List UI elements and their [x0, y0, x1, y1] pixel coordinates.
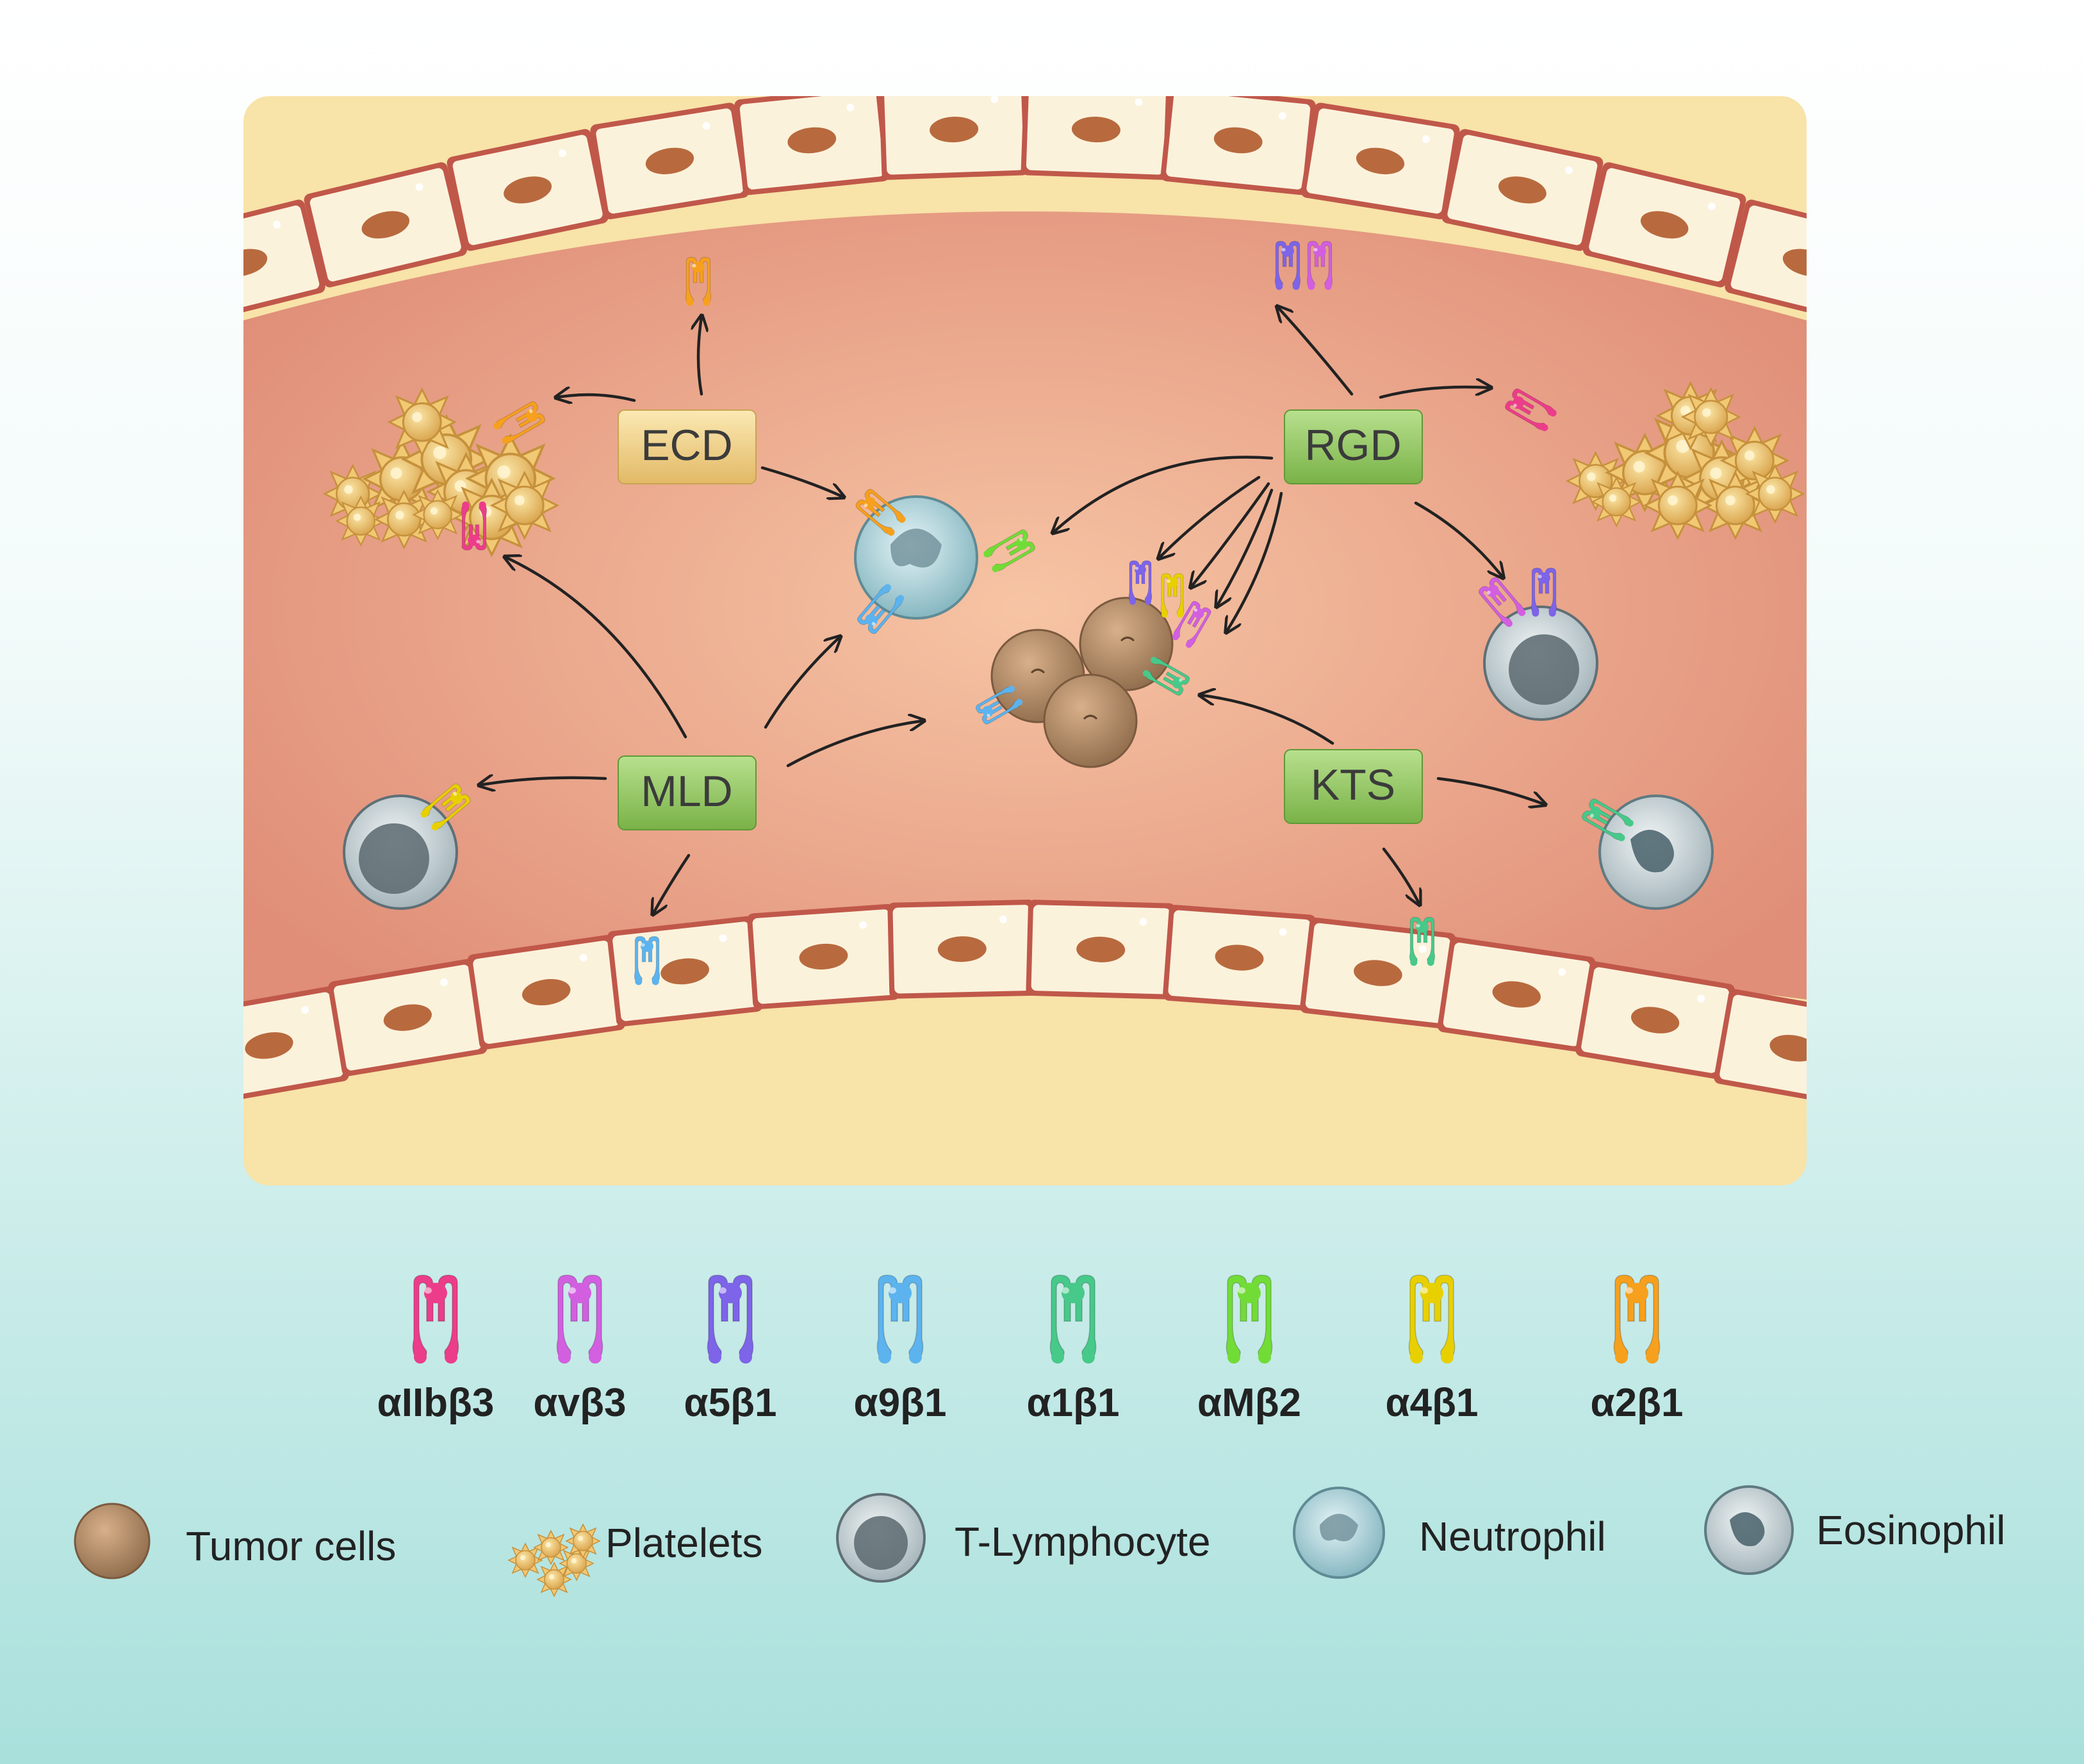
legend-label-eosinophil: Eosinophil: [1816, 1507, 2005, 1553]
legend-label-neutrophil: Neutrophil: [1419, 1513, 1606, 1560]
legend-label-a9b1: α9β1: [854, 1381, 947, 1425]
endothelial-cell: [746, 903, 901, 1010]
legend-label-aMb2: αMβ2: [1197, 1381, 1301, 1425]
arrow-rgd-to-tumor-3: [1217, 488, 1274, 606]
tumor-cell: [1043, 673, 1138, 768]
cell-legend: Tumor cells Platelets T-Lymphocyte Neutr…: [74, 1485, 2005, 1597]
arrow-kts-to-eosinophil: [1436, 777, 1544, 804]
legend-label-a5b1: α5β1: [684, 1381, 777, 1425]
platelet: [1591, 477, 1641, 527]
platelet: [1682, 388, 1740, 446]
arrow-kts-to-lower-endothelium: [1382, 847, 1419, 903]
arrow-rgd-to-tumor-1: [1160, 475, 1261, 557]
legend-label-avb3: αvβ3: [534, 1381, 627, 1425]
legend-label-tumor: Tumor cells: [186, 1523, 396, 1569]
arrow-rgd-to-tumor-2: [1192, 482, 1270, 586]
endothelial-cell: [887, 899, 1037, 999]
arrow-mld-to-tumor: [786, 721, 923, 768]
endothelial-cell: [734, 96, 890, 196]
tumor-cell-cluster: [990, 597, 1174, 768]
motif-rgd-label: RGD: [1304, 421, 1401, 470]
legend-label-a1b1: α1β1: [1027, 1381, 1120, 1425]
arrow-rgd-to-tumor-4: [1227, 491, 1283, 631]
platelet: [1746, 465, 1804, 523]
arrow-mld-to-neutrophil: [764, 638, 839, 729]
platelet: [388, 388, 456, 456]
endothelial-cell: [606, 915, 764, 1028]
legend-item-a2b1: α2β1: [1591, 1274, 1684, 1425]
arrow-mld-to-tlymphocyte: [480, 778, 607, 785]
legend-item-a5b1: α5β1: [684, 1274, 777, 1425]
legend-item-a4b1: α4β1: [1386, 1274, 1479, 1425]
motif-kts-label: KTS: [1311, 761, 1395, 809]
arrow-kts-to-tumor: [1201, 695, 1334, 745]
arrow-rgd-to-neutrophil: [1054, 456, 1274, 532]
platelet: [413, 490, 463, 540]
legend-item-a9b1: α9β1: [854, 1274, 947, 1425]
motif-mld: MLD: [618, 755, 757, 830]
arrow-mld-to-lower-endothelium: [653, 853, 691, 913]
endothelial-cell: [1026, 899, 1176, 1000]
tumor-cell-icon: [74, 1503, 151, 1579]
legend-label-a4b1: α4β1: [1386, 1381, 1479, 1425]
legend-label-a2b1: α2β1: [1591, 1381, 1684, 1425]
legend-item-aIIbb3: αIIbβ3: [377, 1274, 495, 1425]
arrow-rgd-to-platelets: [1379, 387, 1489, 399]
legend-item-avb3: αvβ3: [534, 1274, 627, 1425]
legend-label-aIIbb3: αIIbβ3: [377, 1381, 495, 1425]
motif-ecd: ECD: [618, 409, 757, 484]
arrow-mld-to-platelets: [506, 557, 687, 739]
t-lymphocyte-right: [1483, 606, 1598, 721]
t-lymphocyte-left: [343, 795, 458, 910]
legend-item-tumor: Tumor cells: [74, 1503, 396, 1579]
motif-rgd: RGD: [1284, 409, 1423, 484]
interaction-arrows: [480, 308, 1544, 913]
arrow-ecd-to-endothelium: [698, 317, 702, 396]
motif-mld-label: MLD: [641, 767, 733, 816]
platelet: [1644, 472, 1712, 540]
platelet: [491, 472, 559, 540]
tumor-cell: [1079, 597, 1174, 691]
endothelial-cell: [1160, 96, 1317, 196]
arrow-rgd-to-endothelium: [1278, 308, 1354, 396]
motif-ecd-label: ECD: [641, 421, 733, 470]
legend-item-aMb2: αMβ2: [1197, 1274, 1301, 1425]
legend-label-platelets: Platelets: [605, 1520, 762, 1566]
legend-item-eosinophil: Eosinophil: [1704, 1485, 2005, 1575]
legend-label-tlymphocyte: T-Lymphocyte: [955, 1519, 1211, 1565]
arrow-ecd-to-neutrophil: [760, 466, 842, 497]
motif-kts: KTS: [1284, 749, 1423, 824]
endothelial-cell: [1162, 904, 1317, 1011]
arrow-rgd-to-tlymphocyte: [1414, 501, 1502, 577]
arrow-ecd-to-platelets: [557, 395, 636, 400]
integrin-legend: αIIbβ3 αvβ3 α5β1 α9β1 α1β1 αMβ2 α4β1 α2β1: [377, 1274, 1684, 1425]
legend-item-tlymphocyte: T-Lymphocyte: [836, 1493, 1211, 1583]
legend-item-a1b1: α1β1: [1027, 1274, 1120, 1425]
legend-item-neutrophil: Neutrophil: [1293, 1487, 1606, 1579]
legend-item-platelets: Platelets: [508, 1520, 762, 1597]
